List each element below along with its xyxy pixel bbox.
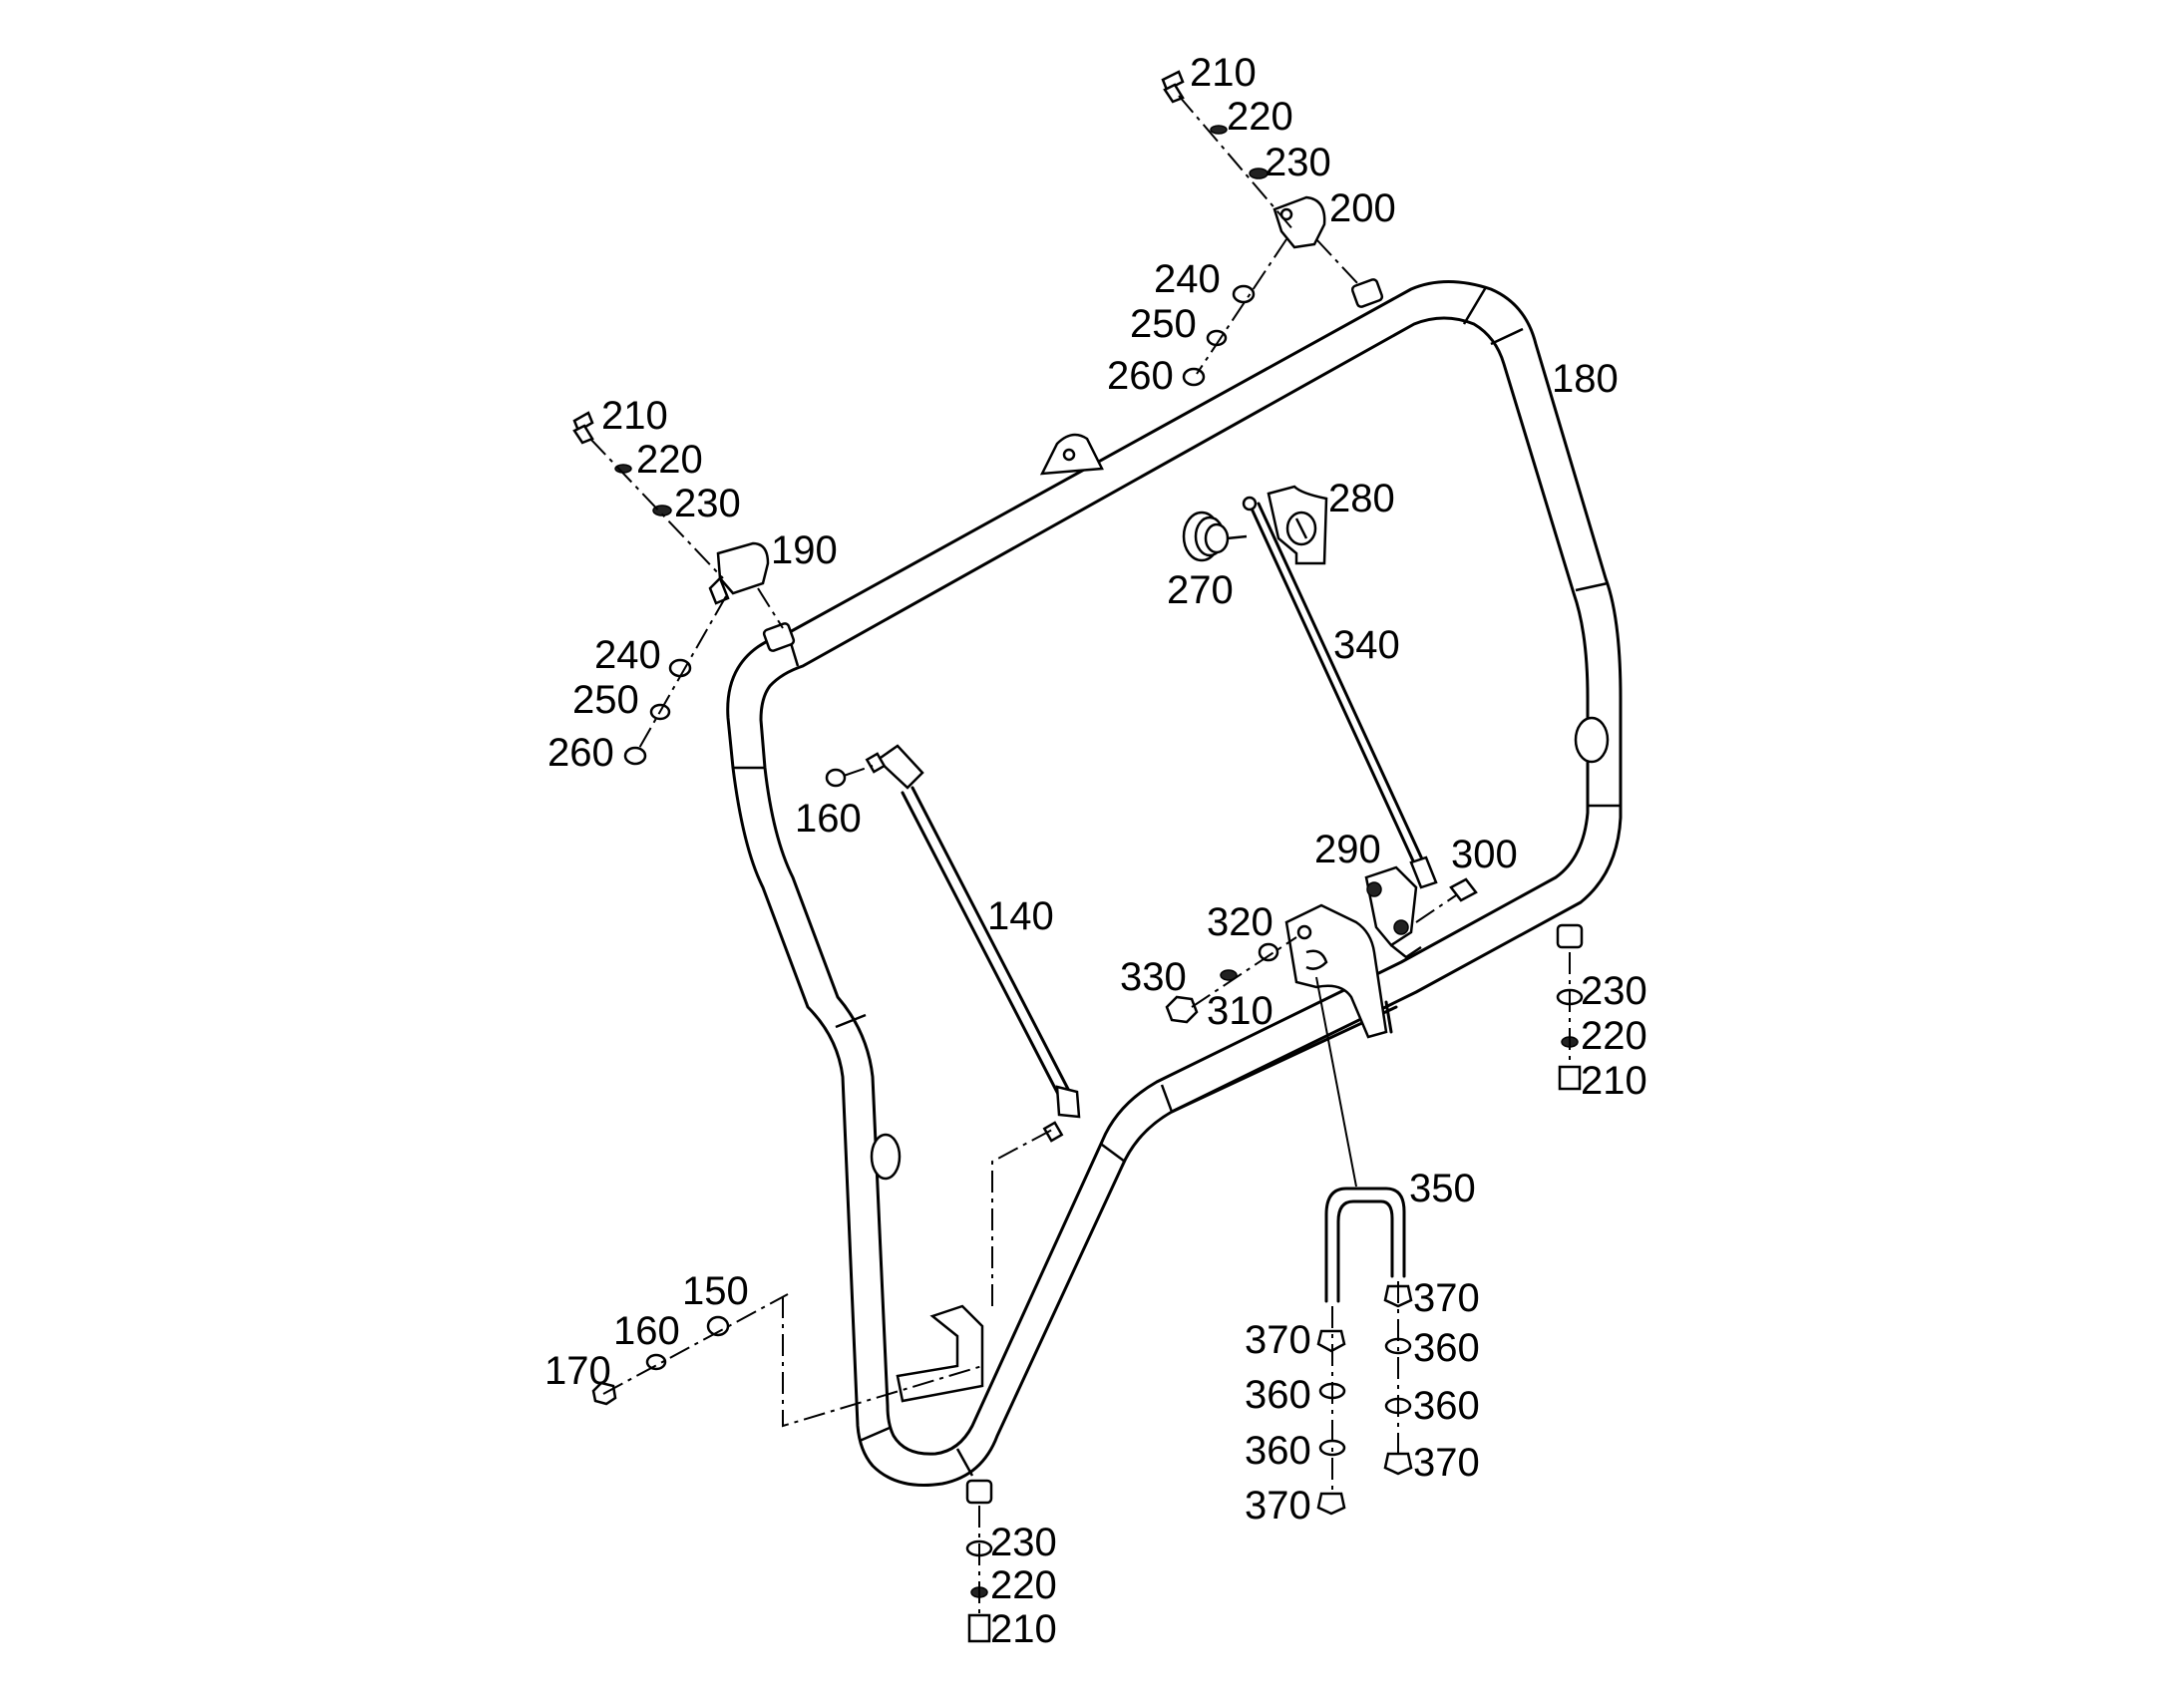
label-180: 180 bbox=[1552, 357, 1619, 401]
label-210: 210 bbox=[1190, 51, 1257, 95]
label-170: 170 bbox=[545, 1349, 611, 1393]
label-370: 370 bbox=[1413, 1276, 1480, 1320]
label-340: 340 bbox=[1333, 623, 1400, 667]
frame-tube-180 bbox=[726, 278, 1623, 1505]
label-330: 330 bbox=[1120, 955, 1187, 999]
label-220: 220 bbox=[1227, 95, 1293, 139]
fastener-group-150-170 bbox=[591, 1129, 1053, 1428]
label-260: 260 bbox=[1107, 354, 1174, 398]
latch-290 bbox=[1364, 865, 1478, 959]
label-360: 360 bbox=[1245, 1429, 1311, 1473]
hinge-group-190 bbox=[572, 411, 784, 766]
label-220: 220 bbox=[636, 438, 703, 482]
part-labels: 210 220 230 200 240 250 260 180 210 220 … bbox=[545, 51, 1647, 1651]
label-250: 250 bbox=[572, 678, 639, 722]
plate-280 bbox=[1267, 485, 1328, 565]
label-280: 280 bbox=[1328, 477, 1395, 520]
fastener-group-310-330 bbox=[1165, 936, 1297, 1024]
washer-160-top bbox=[825, 765, 874, 788]
label-250: 250 bbox=[1130, 302, 1197, 346]
fastener-stack-left bbox=[965, 1506, 993, 1643]
label-370: 370 bbox=[1245, 1484, 1311, 1528]
label-160: 160 bbox=[795, 797, 862, 841]
label-240: 240 bbox=[1154, 257, 1221, 301]
label-240: 240 bbox=[594, 633, 661, 677]
label-210: 210 bbox=[601, 394, 668, 438]
label-270: 270 bbox=[1167, 568, 1234, 612]
label-140: 140 bbox=[987, 894, 1054, 938]
label-370: 370 bbox=[1413, 1441, 1480, 1485]
label-310: 310 bbox=[1207, 989, 1273, 1033]
label-370: 370 bbox=[1245, 1318, 1311, 1362]
label-290: 290 bbox=[1314, 828, 1381, 871]
hinge-group-200 bbox=[1161, 70, 1359, 387]
rod-140 bbox=[865, 744, 1081, 1143]
label-320: 320 bbox=[1207, 900, 1273, 944]
label-210: 210 bbox=[1581, 1059, 1647, 1103]
label-230: 230 bbox=[990, 1521, 1057, 1564]
label-190: 190 bbox=[771, 528, 838, 572]
label-160: 160 bbox=[613, 1309, 680, 1353]
label-360: 360 bbox=[1413, 1384, 1480, 1428]
label-220: 220 bbox=[1581, 1014, 1647, 1058]
grommet-270 bbox=[1182, 511, 1248, 562]
label-360: 360 bbox=[1245, 1373, 1311, 1417]
label-220: 220 bbox=[990, 1563, 1057, 1607]
label-230: 230 bbox=[674, 482, 741, 525]
label-230: 230 bbox=[1265, 141, 1331, 184]
label-350: 350 bbox=[1409, 1167, 1476, 1210]
label-210: 210 bbox=[990, 1607, 1057, 1651]
label-200: 200 bbox=[1329, 186, 1396, 230]
label-300: 300 bbox=[1451, 833, 1518, 876]
u-bolt-350 bbox=[1315, 976, 1413, 1516]
label-230: 230 bbox=[1581, 969, 1647, 1013]
fastener-stack-right bbox=[1556, 952, 1584, 1091]
label-260: 260 bbox=[547, 731, 614, 775]
label-150: 150 bbox=[682, 1269, 749, 1313]
label-360: 360 bbox=[1413, 1326, 1480, 1370]
rod-340 bbox=[1242, 496, 1438, 889]
